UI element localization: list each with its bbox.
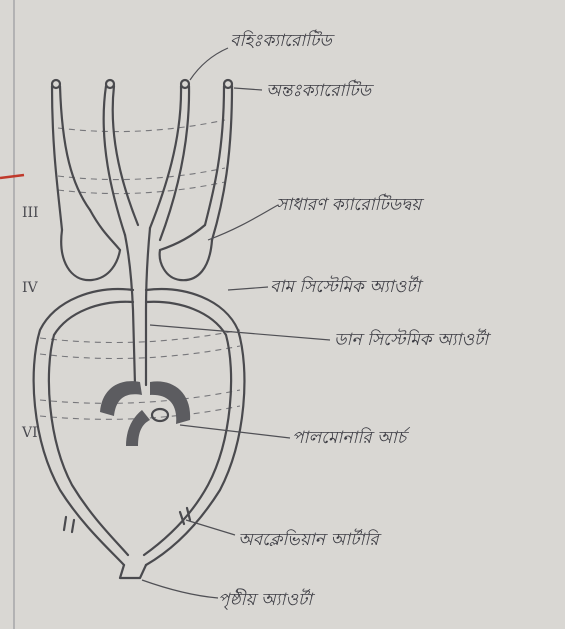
pulmonary-arch-shading <box>100 381 190 446</box>
arch-numeral-3: III <box>22 205 39 221</box>
arch-numeral-6: VI <box>21 425 38 441</box>
margin-red-mark <box>0 175 24 178</box>
label-internal-carotid: অন্তঃক্যারোটিড <box>266 79 374 101</box>
label-external-carotid: বহিঃক্যারোটিড <box>230 29 335 51</box>
vessel-outlines <box>34 80 245 578</box>
label-common-carotid: সাধারণ ক্যারোটিডদ্বয় <box>276 193 424 215</box>
label-subclavian-artery: অবক্লেভিয়ান আর্টারি <box>238 528 382 550</box>
diagram-labels: বহিঃক্যারোটিড অন্তঃক্যারোটিড সাধারণ ক্যা… <box>218 29 491 611</box>
label-pulmonary-arch: পালমোনারি আর্চ <box>292 426 411 448</box>
label-left-systemic-aorta: বাম সিস্টেমিক অ্যাওর্টা <box>270 275 424 297</box>
arch-numeral-4: IV <box>22 280 39 296</box>
leader-lines <box>142 48 330 598</box>
label-right-systemic-aorta: ডান সিস্টেমিক অ্যাওর্টা <box>334 328 491 350</box>
label-dorsal-aorta: পৃষ্ঠীয় অ্যাওর্টা <box>218 588 315 611</box>
